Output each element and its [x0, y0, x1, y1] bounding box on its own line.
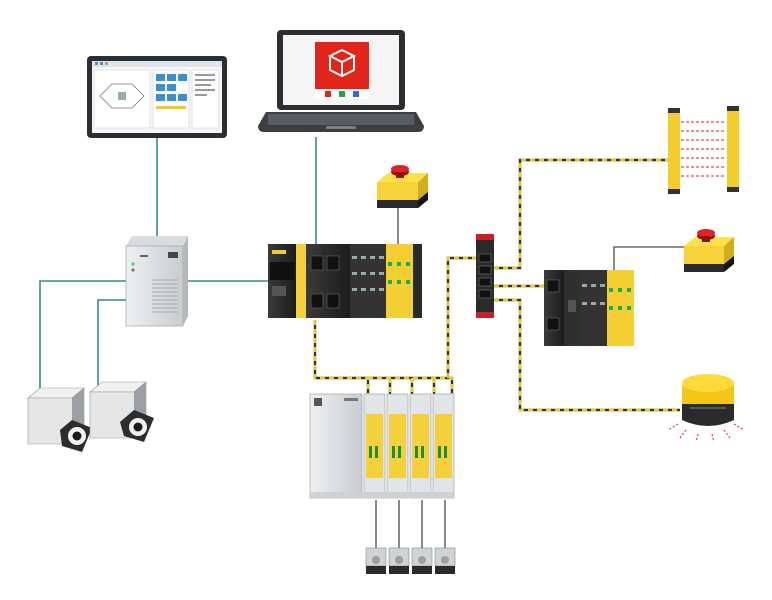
ethernet-links — [39, 137, 317, 400]
monitor-hmi-icon — [87, 56, 227, 138]
laser-scanner-icon — [667, 374, 745, 443]
drive-module — [432, 393, 455, 499]
laptop-config-icon — [258, 30, 424, 132]
servo-drive-rack-icon — [309, 393, 455, 499]
servo-motor-icon — [365, 547, 387, 574]
servo-motor-icon — [434, 547, 456, 574]
servo-motor-icon — [388, 547, 410, 574]
remote-io-icon — [544, 270, 634, 346]
drive-module — [363, 393, 386, 499]
drive-module — [409, 393, 432, 499]
emergency-stop-icon — [377, 165, 428, 208]
servo-motor-icon — [411, 547, 433, 574]
safety-controller-icon — [268, 244, 422, 318]
emergency-stop-icon — [684, 229, 734, 272]
camera-icon — [27, 387, 92, 452]
camera-icon — [89, 381, 154, 442]
safety-bus-links — [313, 158, 680, 412]
link-ipc-camera2 — [97, 299, 126, 388]
link-estop-remoteio — [613, 246, 684, 270]
link-ipc-camera1 — [39, 280, 126, 400]
drive-module — [386, 393, 409, 499]
light-curtain-icon — [668, 106, 739, 194]
industrial-pc-icon — [125, 236, 188, 327]
hardwire-links — [375, 208, 684, 548]
network-switch-icon — [476, 234, 494, 318]
